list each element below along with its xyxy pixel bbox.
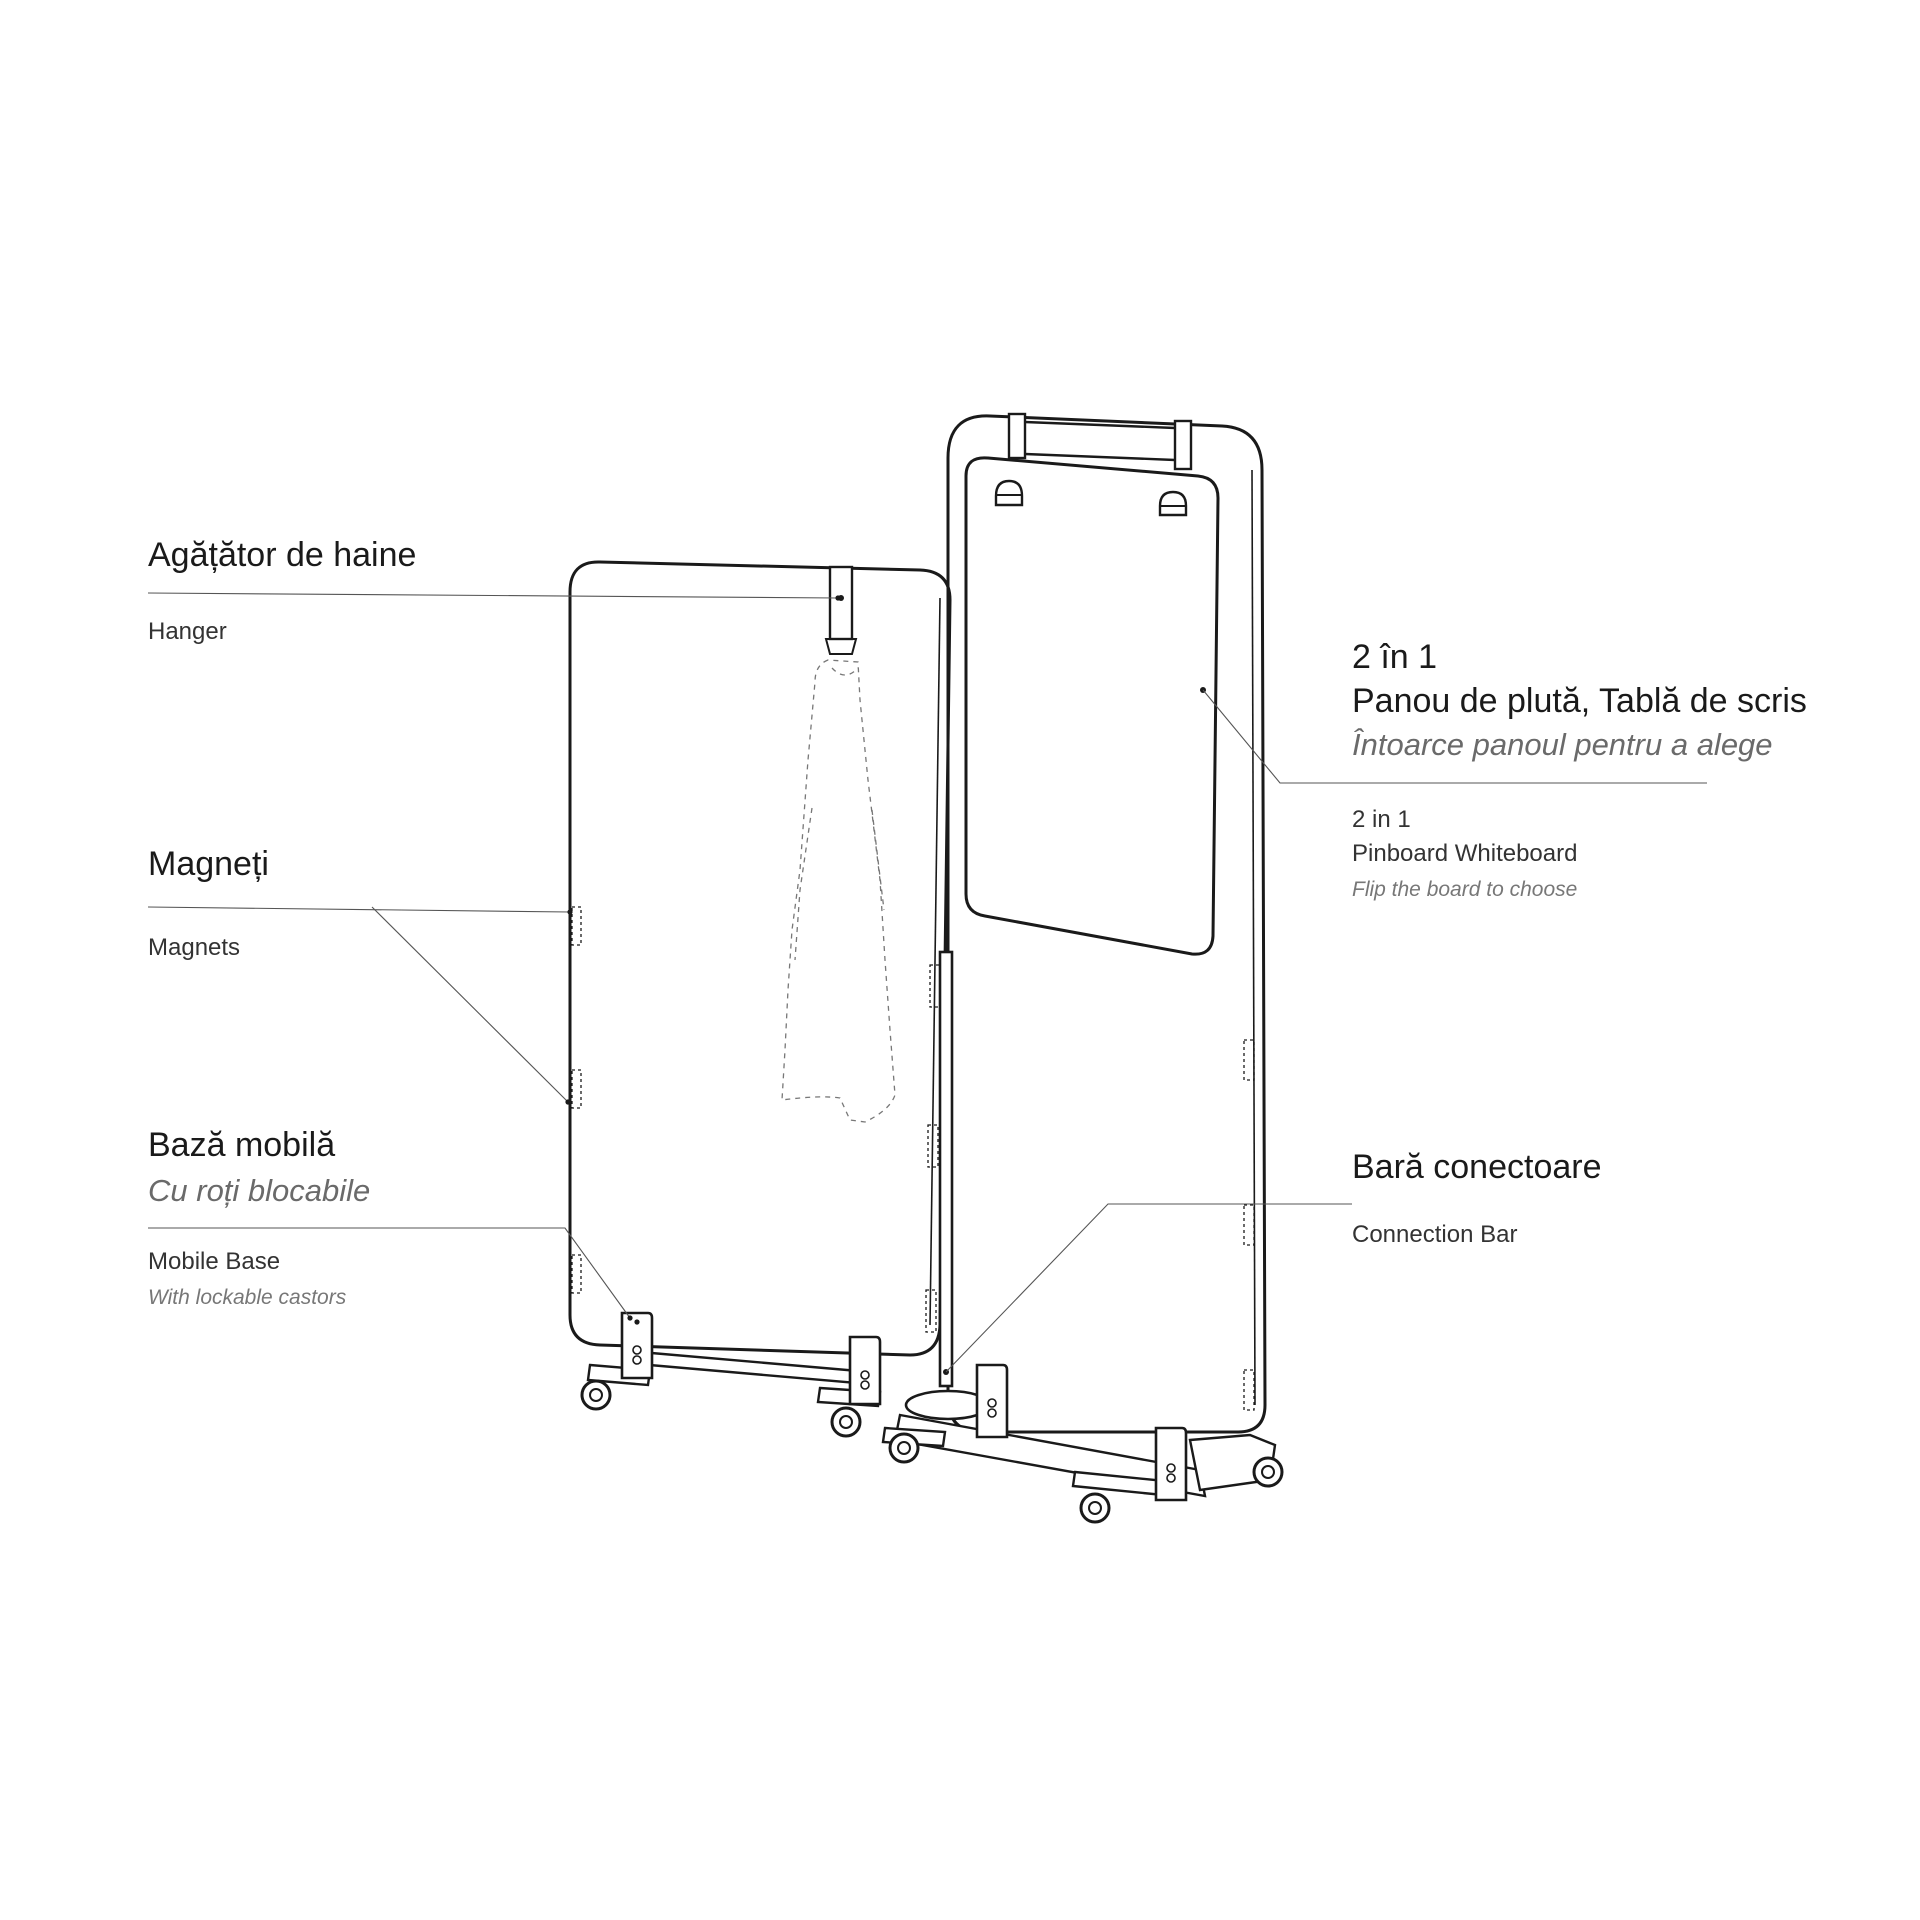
magnets-label-ro: Magneți [148,845,269,883]
connection-bar [904,950,992,1421]
castor-wheel-icon [888,1432,1284,1524]
mobile-base-label-en: Mobile Base [148,1248,281,1275]
hanger-hook-icon [824,565,858,655]
hanger-label-ro: Agățător de haine [148,536,417,574]
right-panel [946,414,1267,1434]
two-in-one-line1-ro: 2 în 1 [1352,638,1438,676]
leader-lines [147,592,1707,1373]
foot-bracket-icon [620,1311,882,1406]
mobile-base-sub-en: With lockable castors [148,1286,347,1309]
right-mobile-base [881,1413,1277,1498]
connection-bar-label-ro: Bară conectoare [1352,1148,1602,1186]
board-clip-icon [994,479,1188,517]
flip-board [964,456,1220,956]
mobile-base-label-ro: Bază mobilă [148,1126,336,1164]
mobile-base-sub-ro: Cu roți blocabile [148,1173,371,1208]
hanging-coat-outline [781,659,896,1123]
two-in-one-sub-en: Flip the board to choose [1352,878,1578,901]
two-in-one-sub-ro: Întoarce panoul pentru a alege [1352,727,1773,762]
magnet-strip-icon [571,906,941,1333]
magnets-label-en: Magnets [148,934,241,961]
top-rail [1007,412,1193,471]
two-in-one-line2-ro: Panou de plută, Tablă de scris [1352,682,1807,720]
left-panel [568,560,952,1357]
connection-bar-label-en: Connection Bar [1352,1221,1518,1248]
two-in-one-line1-en: 2 in 1 [1352,806,1411,833]
two-in-one-line2-en: Pinboard Whiteboard [1352,840,1578,867]
castor-wheel-icon [580,1379,862,1438]
foot-bracket-icon [975,1363,1188,1502]
hanger-label-en: Hanger [148,618,227,645]
